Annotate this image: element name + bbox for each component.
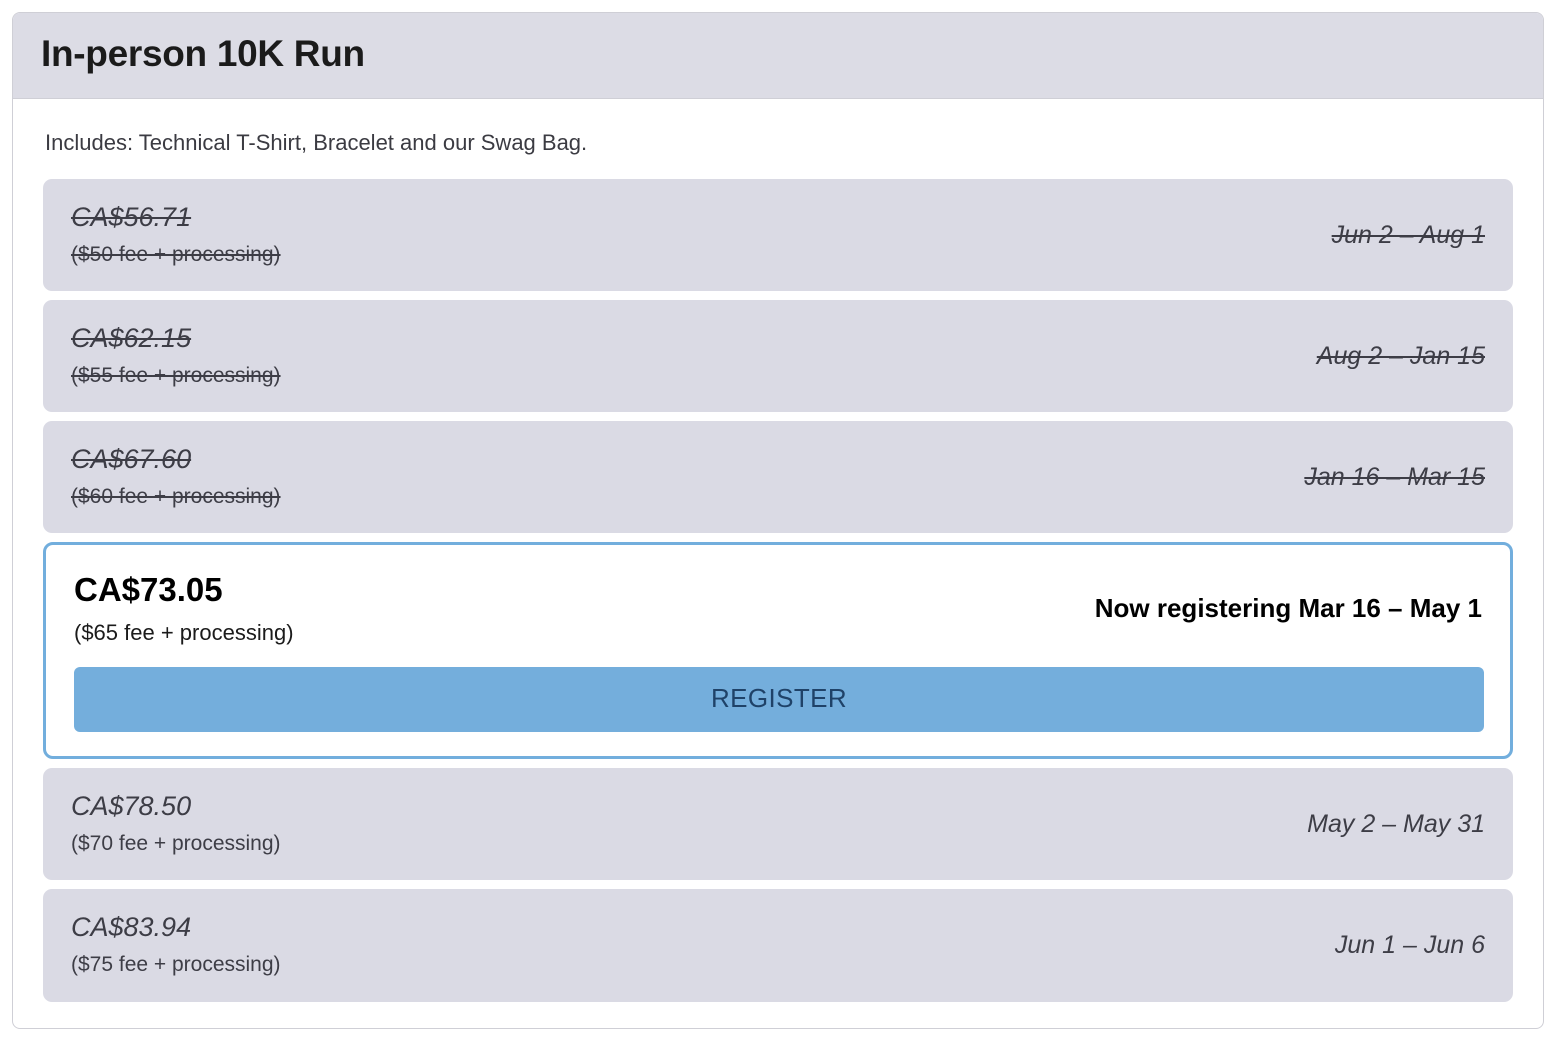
tier-price-block: CA$83.94 ($75 fee + processing) <box>71 911 281 979</box>
tier-price: CA$83.94 <box>71 912 192 943</box>
tier-fee-note: ($55 fee + processing) <box>71 363 281 387</box>
pricing-tier-row: CA$67.60 ($60 fee + processing) Jan 16 –… <box>43 421 1513 534</box>
pricing-tier-row: CA$83.94 ($75 fee + processing) Jun 1 – … <box>43 889 1513 1002</box>
pricing-tier-row: CA$62.15 ($55 fee + processing) Aug 2 – … <box>43 300 1513 413</box>
tier-price: CA$67.60 <box>71 444 192 475</box>
tier-date-range: Jun 1 – Jun 6 <box>1334 931 1485 959</box>
now-registering-label: Now registering Mar 16 – May 1 <box>1094 592 1482 623</box>
tier-price-block: CA$78.50 ($70 fee + processing) <box>71 790 281 858</box>
tier-price: CA$73.05 <box>74 571 223 609</box>
tier-fee-note: ($65 fee + processing) <box>74 619 294 645</box>
registration-card: In-person 10K Run Includes: Technical T-… <box>12 12 1544 1029</box>
card-header: In-person 10K Run <box>13 13 1543 99</box>
pricing-tier-row: CA$78.50 ($70 fee + processing) May 2 – … <box>43 768 1513 881</box>
tier-fee-note: ($50 fee + processing) <box>71 242 281 266</box>
card-body: Includes: Technical T-Shirt, Bracelet an… <box>13 99 1543 1028</box>
tier-date-range: Jan 16 – Mar 15 <box>1304 462 1485 491</box>
tier-date-range: Aug 2 – Jan 15 <box>1316 341 1485 370</box>
active-tier-summary: CA$73.05 ($65 fee + processing) Now regi… <box>74 569 1484 647</box>
tier-price: CA$56.71 <box>71 202 192 233</box>
tier-price: CA$78.50 <box>71 791 192 822</box>
page-title: In-person 10K Run <box>41 33 365 74</box>
tier-price-block: CA$67.60 ($60 fee + processing) <box>71 443 281 511</box>
tier-price-block: CA$62.15 ($55 fee + processing) <box>71 322 281 390</box>
tier-date-range: Jun 2 – Aug 1 <box>1331 220 1485 249</box>
tier-fee-note: ($70 fee + processing) <box>71 832 281 856</box>
tier-price-block: CA$73.05 ($65 fee + processing) <box>74 569 294 647</box>
pricing-tier-row: CA$56.71 ($50 fee + processing) Jun 2 – … <box>43 179 1513 292</box>
tier-price: CA$62.15 <box>71 323 192 354</box>
tier-fee-note: ($60 fee + processing) <box>71 485 281 509</box>
tier-fee-note: ($75 fee + processing) <box>71 953 281 977</box>
pricing-tier-row-active: CA$73.05 ($65 fee + processing) Now regi… <box>43 542 1513 760</box>
tier-date-range: May 2 – May 31 <box>1307 809 1485 838</box>
register-button[interactable]: REGISTER <box>74 667 1484 733</box>
includes-description: Includes: Technical T-Shirt, Bracelet an… <box>45 129 588 155</box>
tier-price-block: CA$56.71 ($50 fee + processing) <box>71 201 281 269</box>
